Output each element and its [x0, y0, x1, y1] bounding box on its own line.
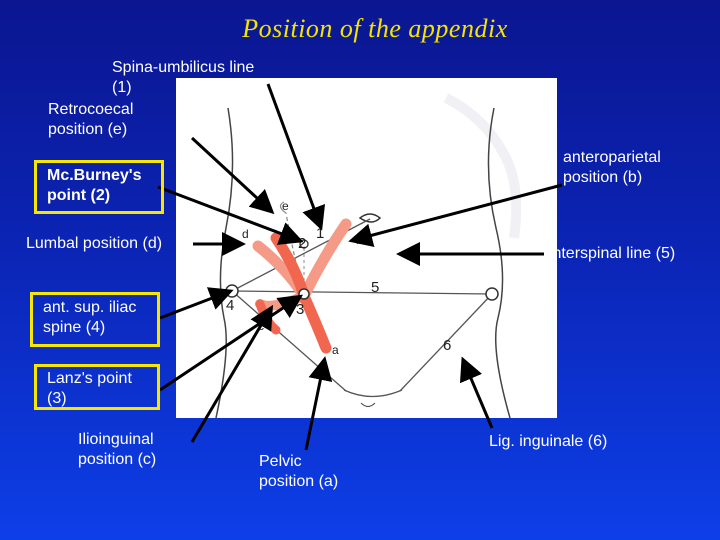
arrow-spina-umbilicus: [268, 84, 320, 225]
arrow-lig-inguinale: [464, 362, 492, 428]
label-anteroparietal: anteroparietal position (b): [563, 148, 661, 188]
label-spina-umbilicus: Spina-umbilicus line (1): [112, 58, 254, 98]
arrow-pelvic: [306, 362, 324, 450]
label-retrocoecal: Retrocoecal position (e): [48, 100, 133, 140]
label-pelvic: Pelvic position (a): [259, 452, 338, 492]
arrow-retrocoecal: [192, 138, 270, 210]
arrow-ant-sup-iliac: [160, 292, 228, 318]
arrow-mcburney: [158, 187, 298, 240]
label-lig-inguinale: Lig. inguinale (6): [489, 432, 607, 452]
label-lanz: Lanz's point (3): [34, 364, 160, 410]
arrow-lanz: [160, 298, 298, 390]
label-interspinal: Interspinal line (5): [548, 244, 675, 264]
label-lumbal: Lumbal position (d): [26, 234, 162, 254]
label-mcburney: Mc.Burney's point (2): [34, 160, 164, 214]
arrow-anteroparietal: [354, 185, 562, 240]
arrow-ilioinguinal: [192, 310, 270, 442]
label-ant-sup-iliac: ant. sup. iliac spine (4): [30, 292, 160, 347]
label-ilioinguinal: Ilioinguinal position (c): [78, 430, 156, 470]
